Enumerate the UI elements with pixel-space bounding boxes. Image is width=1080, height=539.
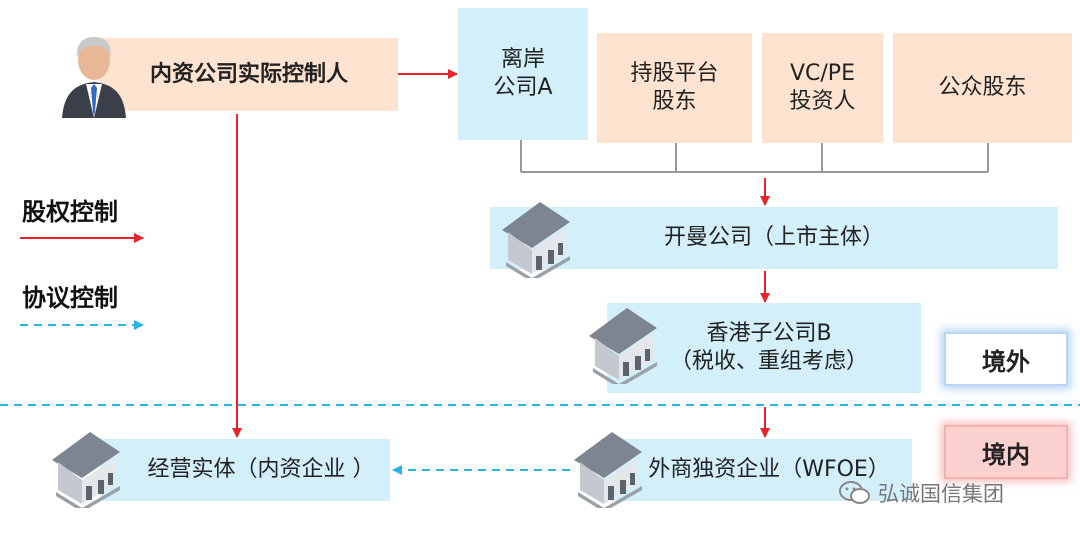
wechat-icon — [839, 481, 870, 504]
building-icon — [50, 428, 122, 508]
legend-agreement-label: 协议控制 — [22, 284, 118, 312]
legend-equity-label: 股权控制 — [22, 198, 118, 226]
building-icon — [587, 304, 659, 384]
public-shareholder-box: 公众股东 — [893, 33, 1072, 143]
building-icon — [572, 428, 644, 508]
watermark-text: 弘诚国信集团 — [878, 482, 1004, 506]
platform-shareholder-box: 持股平台 股东 — [597, 33, 752, 143]
onshore-badge: 境内 — [944, 425, 1068, 479]
offshore-company-a-box: 离岸 公司A — [458, 8, 588, 140]
building-icon — [500, 198, 572, 278]
shareholder-bracket — [520, 140, 989, 173]
listed-entity-box: 开曼公司（上市主体） — [490, 207, 1058, 269]
watermark: 弘诚国信集团 — [838, 478, 1004, 508]
controller-box: 内资公司实际控制人 — [100, 38, 398, 111]
hk-subsidiary-box: 香港子公司B （税收、重组考虑） — [607, 303, 921, 393]
person-icon — [58, 32, 130, 118]
operating-entity-box: 经营实体（内资企业 ） — [100, 439, 390, 501]
vcpe-investor-box: VC/PE 投资人 — [762, 33, 883, 143]
offshore-badge: 境外 — [944, 332, 1068, 386]
